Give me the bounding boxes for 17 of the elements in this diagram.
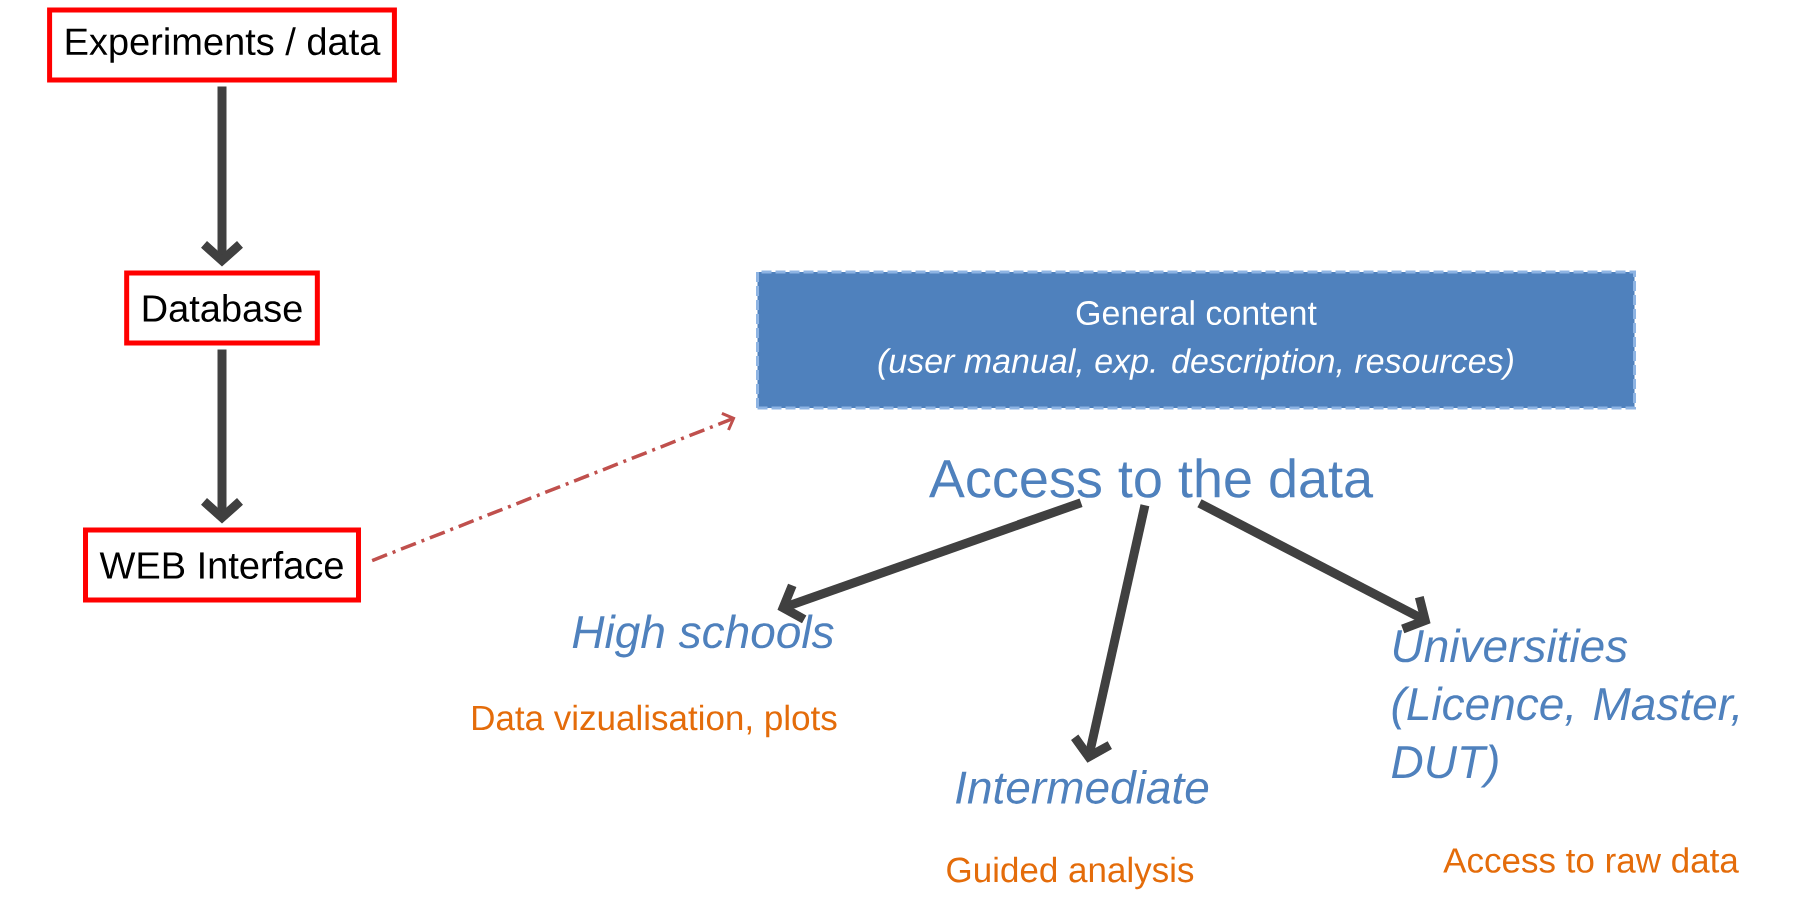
audience-label: Universities (Licence, Master, DUT) (1391, 628, 1738, 788)
node-label: Data vizualisation, plots (473, 704, 837, 738)
arrow (1071, 504, 1150, 763)
node-label: Guided analysis (947, 856, 1194, 890)
arrow (201, 86, 243, 267)
arrow (1197, 499, 1431, 634)
arrow (777, 498, 1083, 624)
arrow (201, 349, 243, 524)
audience-label: High schools (572, 614, 834, 658)
process-box: Experiments / data (47, 7, 397, 83)
arrow (371, 411, 736, 563)
process-box: Database (124, 270, 320, 346)
content-box: General content (user manual, exp. description, resources) (756, 270, 1636, 410)
audience-label: Intermediate (956, 770, 1209, 804)
process-box: WEB Interface (83, 527, 361, 603)
node-label: Access to raw data (1443, 847, 1739, 873)
heading-text: Access to the data (929, 458, 1374, 498)
